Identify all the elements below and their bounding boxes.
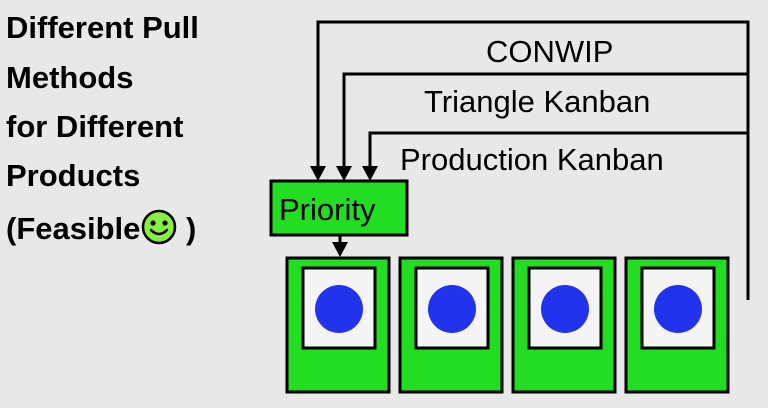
station-4-part xyxy=(654,285,702,333)
station-1-part xyxy=(315,285,363,333)
station-2 xyxy=(398,256,504,394)
title-line-3: for Different xyxy=(6,109,184,144)
priority-box: Priority xyxy=(269,179,409,237)
priority-label: Priority xyxy=(279,192,376,227)
triangle-kanban-label: Triangle Kanban xyxy=(424,84,650,119)
triangle-kanban-loop xyxy=(336,72,748,181)
title-feasible-text: (Feasible xyxy=(6,211,141,246)
title-line-5: (Feasible ) xyxy=(6,209,196,245)
title-line-4: Products xyxy=(6,158,141,193)
priority-to-station-arrow xyxy=(332,235,348,257)
title-closing-paren: ) xyxy=(177,211,197,246)
station-3-part xyxy=(541,285,589,333)
production-kanban-label: Production Kanban xyxy=(400,142,664,177)
production-kanban-loop xyxy=(362,131,748,181)
title-line-2: Methods xyxy=(6,60,134,95)
title-line-1: Different Pull xyxy=(6,10,199,45)
conwip-loop xyxy=(310,20,750,300)
production-kanban-arrowhead xyxy=(362,166,378,181)
station-4 xyxy=(624,256,730,394)
smiley-face-icon xyxy=(142,209,177,245)
station-2-part xyxy=(428,285,476,333)
station-3 xyxy=(511,256,617,394)
conwip-label: CONWIP xyxy=(486,34,613,69)
station-1 xyxy=(285,256,391,394)
conwip-arrowhead xyxy=(310,166,326,181)
triangle-kanban-arrowhead xyxy=(336,166,352,181)
